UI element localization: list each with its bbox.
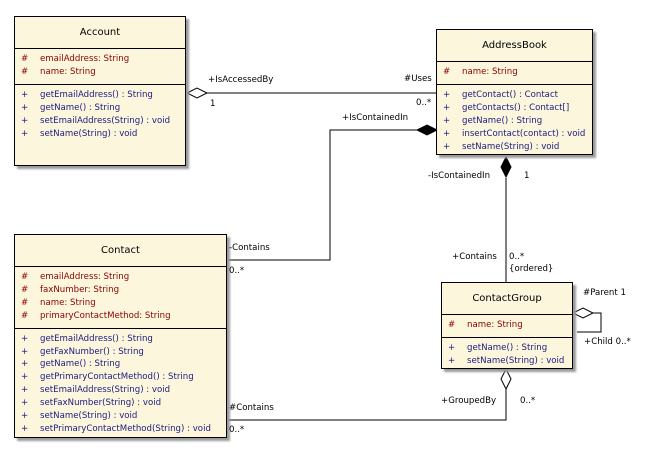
operation-row: +getName() : String	[21, 359, 121, 370]
multiplicity-label: 0..*	[520, 396, 536, 406]
role-label-is-contained-in: +IsContainedIn	[342, 113, 409, 123]
operation-row: +getName() : String	[21, 102, 121, 113]
assoc-group-contact[interactable]	[227, 389, 507, 421]
attribute-row: #name: String	[21, 66, 96, 77]
attribute-row: #name: String	[21, 297, 96, 308]
attribute-row: #faxNumber: String	[21, 284, 120, 295]
attributes-section: #emailAddress: String #faxNumber: String…	[15, 267, 226, 329]
composition-diamond-addressbook-group	[500, 155, 512, 179]
attribute-row: #name: String	[448, 320, 523, 330]
attribute-row: #name: String	[443, 67, 518, 77]
multiplicity-label: 0..*	[229, 266, 245, 276]
role-label-is-accessed-by: +IsAccessedBy	[208, 75, 274, 85]
role-label-parent: #Parent 1	[583, 288, 626, 298]
role-label-contains: -Contains	[229, 243, 270, 253]
operations-section: +getEmailAddress() : String +getName() :…	[15, 85, 185, 146]
operation-row: +getName() : String	[448, 342, 548, 353]
operation-row: +getName() : String	[443, 115, 543, 126]
operation-row: +getContact() : Contact	[443, 89, 559, 100]
attributes-section: #name: String	[437, 62, 592, 85]
attribute-row: #emailAddress: String	[21, 272, 130, 282]
attribute-row: #primaryContactMethod: String	[21, 310, 171, 321]
aggregation-diamond-account	[185, 87, 209, 99]
class-title: AddressBook	[437, 30, 592, 62]
operation-row: +setName(String) : void	[448, 355, 565, 366]
operation-row: +setEmailAddress(String) : void	[21, 115, 171, 126]
class-title: ContactGroup	[442, 283, 572, 315]
operation-row: +insertContact(contact) : void	[443, 128, 586, 139]
role-label-uses: #Uses	[404, 74, 432, 84]
attributes-section: #name: String	[442, 315, 572, 338]
attribute-row: #emailAddress: String	[21, 54, 130, 64]
operation-row: +getEmailAddress() : String	[21, 333, 153, 344]
role-label-contains-hash: #Contains	[229, 403, 274, 413]
operation-row: +setName(String) : void	[21, 128, 138, 139]
operation-row: +setName(String) : void	[21, 411, 138, 422]
operation-row: +setPrimaryContactMethod(String) : void	[21, 423, 211, 434]
attributes-section: #emailAddress: String #name: String	[15, 49, 185, 85]
role-label-grouped-by: +GroupedBy	[441, 396, 497, 406]
operation-row: +getFaxNumber() : String	[21, 346, 144, 357]
aggregation-diamond-group-contact	[500, 367, 512, 391]
constraint-label-ordered: {ordered}	[509, 264, 554, 274]
operations-section: +getName() : String +setName(String) : v…	[442, 338, 572, 373]
multiplicity-label: 1	[210, 99, 216, 109]
operation-row: +setEmailAddress(String) : void	[21, 385, 171, 396]
composition-diamond-addressbook-contact	[415, 124, 439, 136]
class-contactgroup[interactable]: ContactGroup #name: String +getName() : …	[441, 282, 573, 369]
role-label-contains-group: +Contains	[452, 252, 497, 262]
role-label-child: +Child 0..*	[584, 337, 631, 347]
multiplicity-label: 0..*	[229, 425, 245, 435]
assoc-group-self[interactable]	[577, 312, 602, 333]
operation-row: +getPrimaryContactMethod() : String	[21, 372, 194, 383]
class-title: Account	[15, 17, 185, 49]
operations-section: +getContact() : Contact +getContacts() :…	[437, 85, 592, 159]
class-contact[interactable]: Contact #emailAddress: String #faxNumber…	[14, 234, 227, 438]
operation-row: +getEmailAddress() : String	[21, 89, 153, 100]
role-label-group-contained-in: -IsContainedIn	[428, 171, 491, 181]
class-account[interactable]: Account #emailAddress: String #name: Str…	[14, 16, 186, 166]
multiplicity-label: 0..*	[416, 98, 432, 108]
operation-row: +getContacts() : Contact[]	[443, 102, 570, 113]
operation-row: +setFaxNumber(String) : void	[21, 398, 162, 409]
class-title: Contact	[15, 235, 226, 267]
class-addressbook[interactable]: AddressBook #name: String +getContact() …	[436, 29, 593, 155]
operation-row: +setName(String) : void	[443, 141, 560, 152]
assoc-addressbook-contact[interactable]	[227, 129, 417, 261]
aggregation-diamond-group-self	[571, 307, 595, 319]
operations-section: +getEmailAddress() : String +getFaxNumbe…	[15, 329, 226, 441]
multiplicity-label: 1	[524, 171, 530, 181]
multiplicity-label: 0..*	[509, 252, 525, 262]
